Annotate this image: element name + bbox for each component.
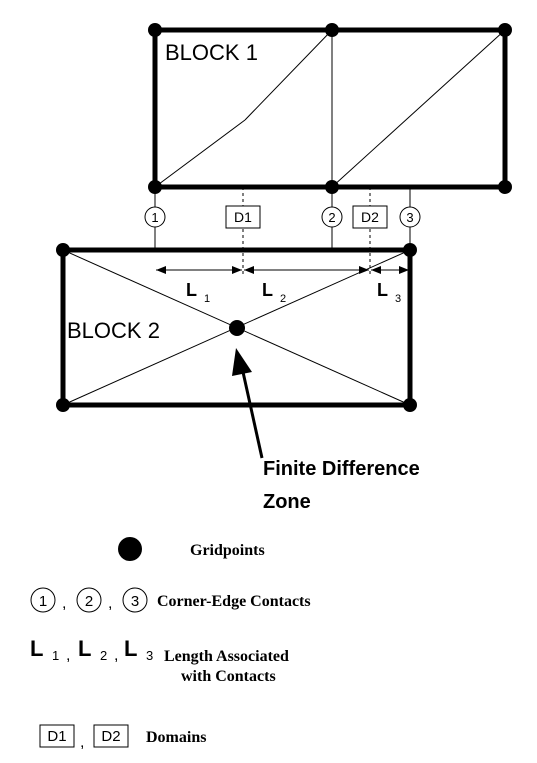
legend-contact-1-icon xyxy=(30,587,56,613)
contact-markers: 1 2 3 D1 D2 xyxy=(144,205,421,229)
block2-label: BLOCK 2 xyxy=(67,318,160,343)
legend-domain-d1-box xyxy=(39,724,75,748)
gridpoint xyxy=(56,243,70,257)
contact-2-marker xyxy=(321,206,343,228)
gridpoint xyxy=(56,398,70,412)
length-2-subscript: 2 xyxy=(280,293,286,305)
gridpoint xyxy=(325,23,339,37)
gridpoint xyxy=(403,398,417,412)
legend-length-2-subscript: 2 xyxy=(100,648,107,663)
length-1-letter: L xyxy=(186,280,197,300)
domain-d1-label: D1 xyxy=(234,209,252,225)
gridpoint xyxy=(403,243,417,257)
legend: Gridpoints 1 , 2 , 3 Corner-Edge Contact… xyxy=(30,537,311,751)
gridpoint xyxy=(148,23,162,37)
legend-domains-label: Domains xyxy=(146,729,206,746)
length-arrows: L 1 L 2 L 3 xyxy=(156,266,409,305)
block-1: BLOCK 1 xyxy=(148,23,512,194)
legend-domain-d2-label: D2 xyxy=(101,728,120,745)
gridpoint xyxy=(498,23,512,37)
legend-contact-3-label: 3 xyxy=(131,593,139,610)
block2-outline xyxy=(60,247,413,408)
legend-domain-d1-label: D1 xyxy=(47,728,66,745)
legend-contacts-label: Corner-Edge Contacts xyxy=(157,593,311,610)
zone-callout-arrow-head xyxy=(232,348,252,376)
legend-separator: , xyxy=(114,647,118,664)
zone-callout-arrow-shaft xyxy=(241,371,264,459)
contact-1-marker xyxy=(144,206,166,228)
legend-lengths-label-line2: with Contacts xyxy=(181,668,276,685)
contact-3-marker xyxy=(399,206,421,228)
zone-centroid-gridpoint xyxy=(229,320,245,336)
legend-separator: , xyxy=(62,595,66,612)
length-1-subscript: 1 xyxy=(204,293,210,305)
contact-3-label: 3 xyxy=(406,210,413,225)
legend-gridpoints-label: Gridpoints xyxy=(190,542,265,559)
zone-callout-line1: Finite Difference xyxy=(263,458,420,480)
contact-lines xyxy=(154,187,411,275)
contact-1-label: 1 xyxy=(151,210,158,225)
zone-callout: Finite Difference Zone xyxy=(232,348,420,513)
length-3-subscript: 3 xyxy=(395,293,401,305)
gridpoint xyxy=(498,180,512,194)
legend-domain-d2-box xyxy=(93,724,129,748)
block1-diagonal-left-upper xyxy=(244,29,333,121)
block1-diagonal-right xyxy=(331,29,506,188)
domain-d1-box xyxy=(225,205,261,229)
length-2-letter: L xyxy=(262,280,273,300)
legend-length-2-letter: L xyxy=(78,636,91,661)
legend-length-3-subscript: 3 xyxy=(146,648,153,663)
legend-gridpoint-icon xyxy=(118,537,142,561)
legend-separator: , xyxy=(108,595,112,612)
block1-label: BLOCK 1 xyxy=(165,40,258,65)
legend-length-3-letter: L xyxy=(124,636,137,661)
legend-length-1-letter: L xyxy=(30,636,43,661)
legend-contact-1-label: 1 xyxy=(39,593,47,610)
block-2: BLOCK 2 xyxy=(56,243,417,412)
domain-d2-label: D2 xyxy=(361,209,379,225)
legend-lengths-label-line1: Length Associated xyxy=(164,648,289,665)
legend-separator: , xyxy=(80,734,84,751)
legend-contact-3-icon xyxy=(122,587,148,613)
legend-separator: , xyxy=(66,647,70,664)
block1-diagonal-left-lower xyxy=(154,119,246,188)
zone-callout-line2: Zone xyxy=(263,491,311,513)
legend-contact-2-label: 2 xyxy=(85,593,93,610)
domain-d2-box xyxy=(352,205,388,229)
contact-2-label: 2 xyxy=(328,210,335,225)
length-3-letter: L xyxy=(377,280,388,300)
legend-contact-2-icon xyxy=(76,587,102,613)
legend-length-1-subscript: 1 xyxy=(52,648,59,663)
